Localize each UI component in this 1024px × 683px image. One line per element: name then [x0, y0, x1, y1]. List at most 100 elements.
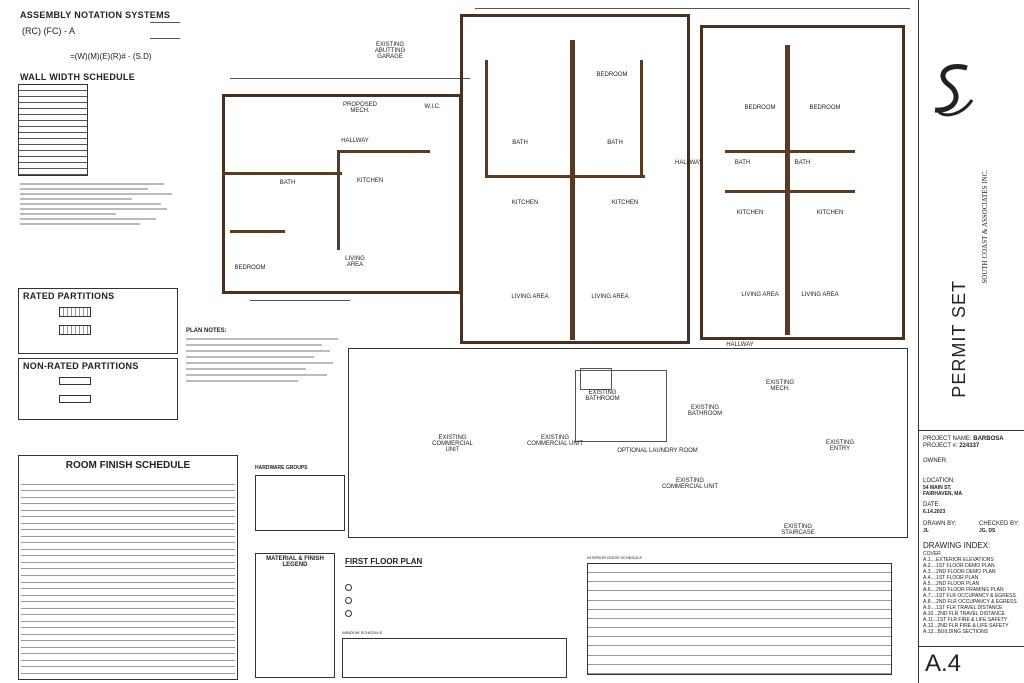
- table-row: [588, 601, 891, 610]
- existing-ground-walls: [348, 348, 908, 538]
- sheet-number: A.4: [925, 650, 962, 677]
- table-row: [21, 524, 235, 531]
- interior-door-schedule: INTERIOR DOOR SCHEDULE: [587, 555, 912, 680]
- table-row: [21, 622, 235, 629]
- drawing-index-item: A.1....EXTERIOR ELEVATIONS: [923, 557, 994, 563]
- drawing-index-title: DRAWING INDEX:: [923, 541, 991, 550]
- table-row: [21, 543, 235, 550]
- plan-notes-title: PLAN NOTES:: [186, 328, 227, 334]
- drawing-index-item: COVER: [923, 551, 941, 557]
- room-label: EXISTING BATHROOM: [585, 390, 620, 402]
- room-label: LIVING AREA: [345, 256, 365, 268]
- materials-title: MATERIAL & FINISH LEGEND: [266, 556, 324, 568]
- smoke-detector-icon: [345, 584, 352, 591]
- room-label: OPTIONAL LAUNDRY ROOM: [617, 448, 698, 454]
- drawing-index-item: A.3....2ND FLOOR DEMO PLAN: [923, 569, 996, 575]
- room-label: PROPOSED MECH.: [342, 102, 377, 114]
- table-row: [588, 619, 891, 629]
- drawing-index-item: A.11...1ST FLR FIRE & LIFE SAFETY: [923, 617, 1008, 623]
- table-row: [21, 504, 235, 511]
- table-row: [21, 517, 235, 524]
- table-row: [588, 628, 891, 638]
- room-label: BEDROOM: [809, 105, 841, 111]
- room-label: KITCHEN: [611, 200, 639, 206]
- room-label: EXISTING MECH.: [765, 380, 794, 392]
- table-row: [21, 537, 235, 544]
- table-row: [21, 478, 235, 485]
- project-name-label: PROJECT NAME:: [923, 436, 972, 442]
- project-no-label: PROJECT #:: [923, 443, 958, 449]
- room-label: EXISTING STAIRCASE: [781, 524, 815, 536]
- partition-icon: [59, 307, 91, 317]
- window-schedule: WINDOW SCHEDULE: [342, 630, 572, 680]
- dimension-line: [250, 300, 350, 301]
- room-label: EXISTING COMMERCIAL UNIT: [661, 478, 719, 490]
- door-schedule-title: INTERIOR DOOR SCHEDULE: [587, 555, 643, 560]
- table-row: [21, 654, 235, 661]
- drawing-index-item: A.7....1ST FLR OCCUPANCY & EGRESS: [923, 593, 1016, 599]
- table-row: [21, 576, 235, 583]
- table-row: [21, 583, 235, 590]
- assembly-notation-title: ASSEMBLY NOTATION SYSTEMS: [20, 10, 171, 20]
- table-row: [21, 511, 235, 518]
- room-label: EXISTING ENTRY: [825, 440, 854, 452]
- room-finish-title: ROOM FINISH SCHEDULE: [65, 460, 191, 471]
- room-label: LIVING AREA: [801, 292, 839, 298]
- assembly-formula-2: =(W)(M)(E)(R)# - (S.D): [70, 52, 152, 61]
- table-row: [588, 656, 891, 665]
- drawing-index-item: A.13...BUILDING SECTIONS: [923, 629, 989, 635]
- room-label: BATH: [607, 140, 623, 146]
- table-row: [588, 573, 891, 583]
- table-row: [21, 635, 235, 642]
- date-value: 6.14.2023: [923, 509, 946, 515]
- room-label: KITCHEN: [511, 200, 539, 206]
- table-row: [21, 550, 235, 557]
- drawn-by-value: JL: [923, 528, 929, 534]
- copyright-note: [921, 622, 1021, 644]
- room-label: EXISTING ABUTTING GARAGE: [374, 42, 406, 60]
- table-row: [21, 491, 235, 498]
- room-label: KITCHEN: [736, 210, 764, 216]
- room-label: BATH: [279, 180, 296, 186]
- partition-icon: [59, 377, 91, 385]
- general-notes: [20, 180, 180, 250]
- room-label: HALLWAY: [341, 138, 369, 144]
- room-label: LIVING AREA: [511, 294, 549, 300]
- drawing-index-item: A.10...2ND FLR TRAVEL DISTANCE: [923, 611, 1005, 617]
- non-rated-partitions-title: NON-RATED PARTITIONS: [23, 361, 139, 371]
- table-row: [21, 602, 235, 609]
- hardware-title: HARDWARE GROUPS: [255, 465, 308, 471]
- non-rated-partitions-box: NON-RATED PARTITIONS: [18, 358, 178, 420]
- room-label: LIVING AREA: [741, 292, 779, 298]
- title-block: SOUTH COAST & ASSOCIATES INC. PERMIT SET…: [918, 0, 1024, 683]
- wall-width-title: WALL WIDTH SCHEDULE: [20, 72, 136, 82]
- table-row: [21, 641, 235, 648]
- dimension-line: [230, 78, 470, 79]
- room-label: LIVING AREA: [591, 294, 629, 300]
- table-row: [588, 637, 891, 647]
- table-row: [21, 563, 235, 570]
- heat-sensor-icon: [345, 610, 352, 617]
- project-name: BARBOSA: [973, 436, 1004, 442]
- table-row: [21, 498, 235, 505]
- table-row: [588, 564, 891, 574]
- checked-by-label: CHECKED BY:: [979, 521, 1020, 527]
- drawing-index-item: A.8....2ND FLR OCCUPANCY & EGRESS: [923, 599, 1017, 605]
- drawing-index-item: A.5....2ND FLOOR PLAN: [923, 581, 980, 587]
- room-label: EXISTING BATHROOM: [687, 405, 723, 417]
- room-label: BATH: [734, 160, 751, 166]
- table-row: [21, 569, 235, 576]
- drawing-index-item: A.4....1ST FLOOR PLAN: [923, 575, 979, 581]
- drawing-index-item: A.6....2ND FLOOR FRAMING PLAN: [923, 587, 1004, 593]
- table-row: [21, 615, 235, 622]
- right-units-walls: [700, 25, 905, 340]
- symbol-legend: [345, 582, 445, 632]
- table-row: [588, 610, 891, 619]
- room-label: BATH: [512, 140, 528, 146]
- room-label: HALLWAY: [726, 342, 754, 348]
- central-units-walls: [460, 14, 690, 344]
- project-no: 224337: [959, 443, 980, 449]
- location-label: LOCATION:: [923, 478, 955, 484]
- room-label: EXISTING COMMERCIAL UNIT: [526, 435, 584, 447]
